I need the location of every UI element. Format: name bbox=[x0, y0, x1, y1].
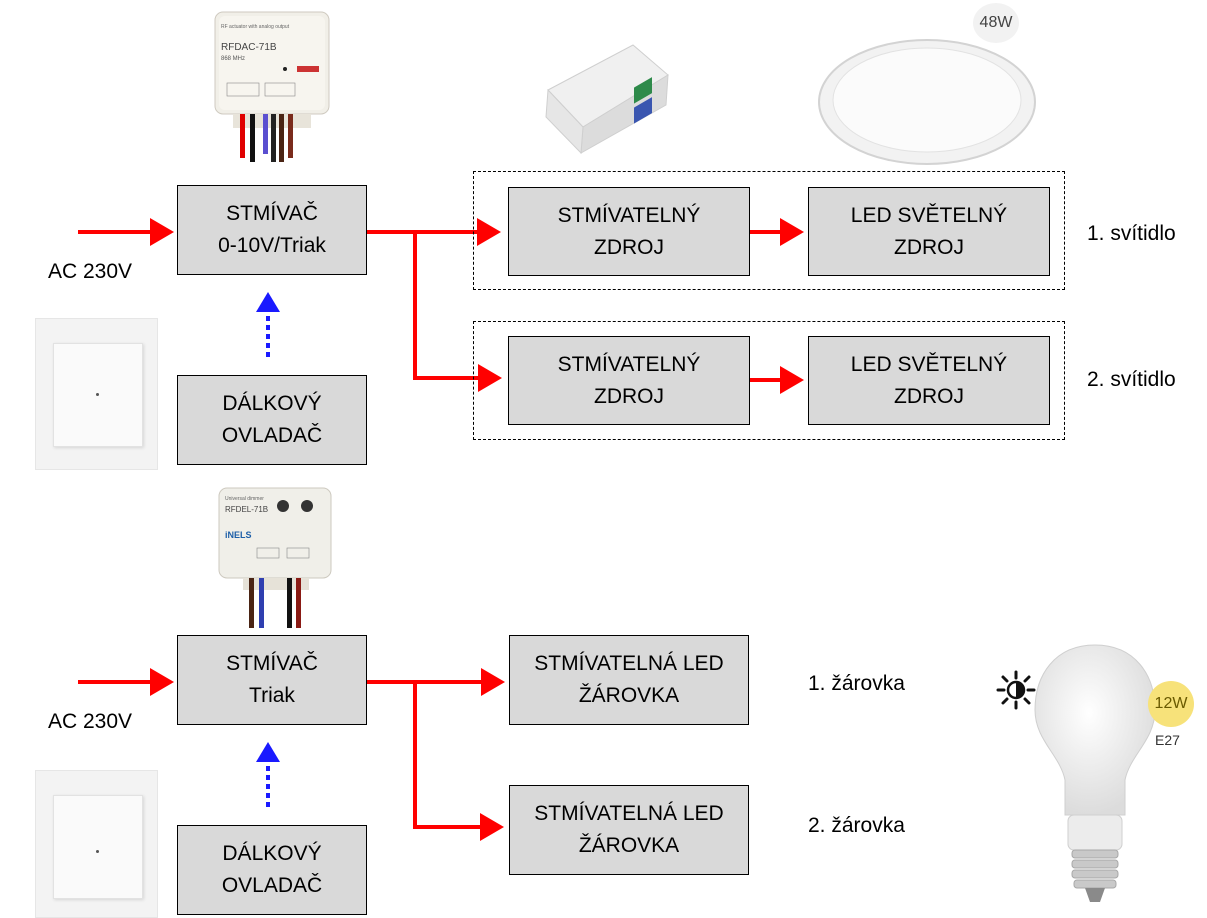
bulb2-line1: STMÍVATELNÁ LED bbox=[534, 802, 724, 825]
bulb-power-badge: 12W bbox=[1148, 681, 1194, 727]
fixture2-group bbox=[473, 321, 1065, 440]
dimmer-box-top: STMÍVAČ 0-10V/Triak bbox=[177, 185, 367, 275]
actuator-freq: 868 MHz bbox=[221, 56, 245, 62]
led-source-box-1: LED SVĚTELNÝ ZDROJ bbox=[808, 187, 1050, 276]
dimmer-top-line2: 0-10V/Triak bbox=[218, 234, 326, 257]
dimmer-device-title: Universal dimmer bbox=[225, 496, 264, 502]
dimmer-out-bottom bbox=[367, 680, 504, 841]
dimmer-device-brand: iNELS bbox=[225, 530, 252, 540]
fixture1-label: 1. svítidlo bbox=[1087, 222, 1176, 245]
remote-box-top: DÁLKOVÝ OVLADAČ bbox=[177, 375, 367, 465]
led-bulb-box-1: STMÍVATELNÁ LED ŽÁROVKA bbox=[509, 635, 749, 725]
actuator-model: RFDAC-71B bbox=[221, 42, 277, 53]
bulb1-line1: STMÍVATELNÁ LED bbox=[534, 652, 724, 675]
rf-actuator-device: RF actuator with analog output RFDAC-71B… bbox=[213, 10, 331, 176]
dimmer-out-top bbox=[367, 230, 502, 392]
remote-box-bottom: DÁLKOVÝ OVLADAČ bbox=[177, 825, 367, 915]
driver-box-1: STMÍVATELNÝ ZDROJ bbox=[508, 187, 750, 276]
wall-switch-bottom bbox=[35, 770, 158, 918]
driver2-line1: STMÍVATELNÝ bbox=[557, 352, 701, 376]
dimmer-top-line1: STMÍVAČ bbox=[226, 202, 318, 225]
brightness-icon bbox=[996, 670, 1036, 710]
panel-power-badge: 48W bbox=[973, 3, 1019, 43]
dimmer-box-bottom: STMÍVAČ Triak bbox=[177, 635, 367, 725]
led1-line1: LED SVĚTELNÝ bbox=[850, 203, 1008, 227]
driver1-line2: ZDROJ bbox=[594, 235, 664, 259]
driver1-line1: STMÍVATELNÝ bbox=[557, 203, 701, 227]
input-label-top: AC 230V bbox=[48, 260, 133, 283]
driver2-line2: ZDROJ bbox=[594, 384, 664, 408]
bulb1-label: 1. žárovka bbox=[808, 672, 905, 695]
actuator-title: RF actuator with analog output bbox=[221, 24, 290, 30]
dimmer-device-model: RFDEL-71B bbox=[225, 505, 268, 514]
fixture1-group bbox=[473, 171, 1065, 290]
bulb2-label: 2. žárovka bbox=[808, 814, 905, 837]
led-bulb-box-2: STMÍVATELNÁ LED ŽÁROVKA bbox=[509, 785, 749, 875]
remote-bottom-line1: DÁLKOVÝ bbox=[222, 842, 322, 865]
input-label-bottom: AC 230V bbox=[48, 710, 133, 733]
bulb1-line2: ŽÁROVKA bbox=[578, 684, 680, 707]
dimmer-bottom-line1: STMÍVAČ bbox=[226, 652, 318, 675]
fixture2-label: 2. svítidlo bbox=[1087, 368, 1176, 391]
led-panel-image bbox=[815, 30, 1040, 170]
led-bulb-image bbox=[1030, 640, 1160, 905]
led2-line2: ZDROJ bbox=[894, 384, 964, 408]
remote-bottom-line2: OVLADAČ bbox=[221, 874, 323, 897]
driver-box-2: STMÍVATELNÝ ZDROJ bbox=[508, 336, 750, 425]
led-source-box-2: LED SVĚTELNÝ ZDROJ bbox=[808, 336, 1050, 425]
bulb2-line2: ŽÁROVKA bbox=[578, 834, 680, 857]
led-driver-image bbox=[538, 35, 673, 155]
remote-top-line2: OVLADAČ bbox=[221, 424, 323, 447]
led2-line1: LED SVĚTELNÝ bbox=[850, 352, 1008, 376]
universal-dimmer-device: Universal dimmer RFDEL-71B iNELS bbox=[217, 486, 333, 634]
wall-switch-top bbox=[35, 318, 158, 470]
led1-line2: ZDROJ bbox=[894, 235, 964, 259]
bulb-socket-label: E27 bbox=[1155, 732, 1180, 748]
remote-top-line1: DÁLKOVÝ bbox=[222, 392, 322, 415]
dimmer-bottom-line2: Triak bbox=[249, 684, 295, 707]
